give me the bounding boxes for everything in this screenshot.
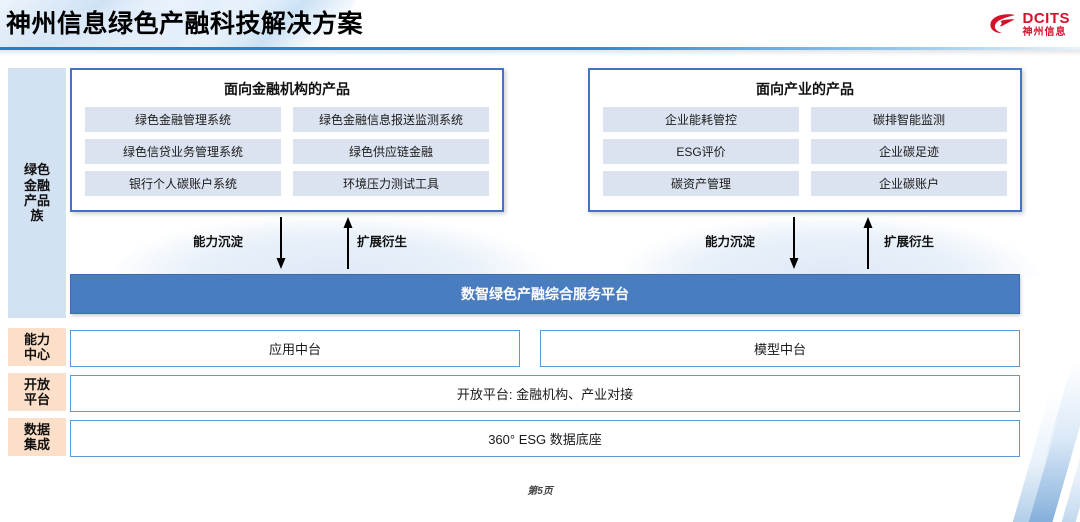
product-grid: 绿色金融管理系统 绿色金融信息报送监测系统 绿色信贷业务管理系统 绿色供应链金融… (72, 107, 502, 196)
layer-open-platform[interactable]: 开放平台: 金融机构、产业对接 (70, 375, 1020, 412)
layer-application-middle-platform[interactable]: 应用中台 (70, 330, 520, 367)
product-item[interactable]: 绿色金融信息报送监测系统 (293, 107, 489, 132)
sidebar-item-open-platform[interactable]: 开放 平台 (8, 373, 66, 411)
layer-label: 开放平台: 金融机构、产业对接 (456, 387, 634, 402)
product-item[interactable]: 企业能耗管控 (603, 107, 799, 132)
flow-label-extension-derivation-right: 扩展衍生 (884, 235, 935, 249)
product-item[interactable]: 环境压力测试工具 (293, 171, 489, 196)
arc-decoration-right (620, 215, 1040, 277)
sidebar-item-green-finance-products[interactable]: 绿色 金融 产品 族 (8, 68, 66, 318)
product-box-industry: 面向产业的产品 企业能耗管控 碳排智能监测 ESG评价 企业碳足迹 碳资产管理 … (588, 68, 1022, 212)
product-box-title: 面向金融机构的产品 (224, 81, 350, 97)
arrow-up-icon (343, 217, 353, 269)
sidebar-label-text: 能力 中心 (23, 331, 50, 362)
product-box-title: 面向产业的产品 (756, 81, 854, 97)
dcits-swoosh-icon (989, 14, 1015, 34)
product-item[interactable]: 碳排智能监测 (811, 107, 1007, 132)
swoosh-stripe (1058, 412, 1080, 522)
platform-bar-label: 数智绿色产融综合服务平台 (461, 286, 629, 302)
swoosh-stripe (1023, 362, 1080, 522)
product-item[interactable]: 碳资产管理 (603, 171, 799, 196)
flow-label-extension-derivation-left: 扩展衍生 (357, 235, 408, 249)
product-item[interactable]: 银行个人碳账户系统 (85, 171, 281, 196)
logo-text-en: DCITS (1022, 9, 1070, 27)
page-header: 神州信息绿色产融科技解决方案 DCITS 神州信息 (0, 0, 1080, 48)
sidebar-label-text: 数据 集成 (23, 421, 50, 452)
logo-text: DCITS 神州信息 (1023, 11, 1071, 38)
product-box-financial-institutions: 面向金融机构的产品 绿色金融管理系统 绿色金融信息报送监测系统 绿色信贷业务管理… (70, 68, 504, 212)
arc-decoration-left (110, 215, 550, 277)
sidebar-item-capability-center[interactable]: 能力 中心 (8, 328, 66, 366)
header-divider-shadow (0, 50, 1080, 56)
flow-label-capability-precipitation-left: 能力沉淀 (193, 235, 244, 249)
header-divider (0, 47, 1080, 50)
logo-text-cn: 神州信息 (1022, 26, 1067, 38)
layer-label: 应用中台 (268, 342, 321, 357)
platform-bar[interactable]: 数智绿色产融综合服务平台 (70, 274, 1020, 314)
layer-model-middle-platform[interactable]: 模型中台 (540, 330, 1020, 367)
product-grid: 企业能耗管控 碳排智能监测 ESG评价 企业碳足迹 碳资产管理 企业碳账户 (590, 107, 1020, 196)
flow-label-capability-precipitation-right: 能力沉淀 (705, 235, 756, 249)
sidebar-item-data-integration[interactable]: 数据 集成 (8, 418, 66, 456)
layer-data-integration[interactable]: 360° ESG 数据底座 (70, 420, 1020, 457)
sidebar-label-text: 绿色 金融 产品 族 (23, 162, 50, 224)
product-item[interactable]: 绿色供应链金融 (293, 139, 489, 164)
layer-label: 360° ESG 数据底座 (488, 432, 602, 447)
sidebar-label-text: 开放 平台 (23, 376, 50, 407)
product-item[interactable]: 企业碳足迹 (811, 139, 1007, 164)
page-title: 神州信息绿色产融科技解决方案 (6, 10, 364, 38)
product-item[interactable]: 绿色金融管理系统 (85, 107, 281, 132)
product-item[interactable]: 绿色信贷业务管理系统 (85, 139, 281, 164)
arrow-up-icon (863, 217, 873, 269)
arrow-down-icon (789, 217, 799, 269)
layer-label: 模型中台 (753, 342, 806, 357)
footer-page-number: 第5页 (527, 486, 553, 497)
arrow-down-icon (276, 217, 286, 269)
product-item[interactable]: 企业碳账户 (811, 171, 1007, 196)
company-logo: DCITS 神州信息 (988, 8, 1071, 40)
product-item[interactable]: ESG评价 (603, 139, 799, 164)
